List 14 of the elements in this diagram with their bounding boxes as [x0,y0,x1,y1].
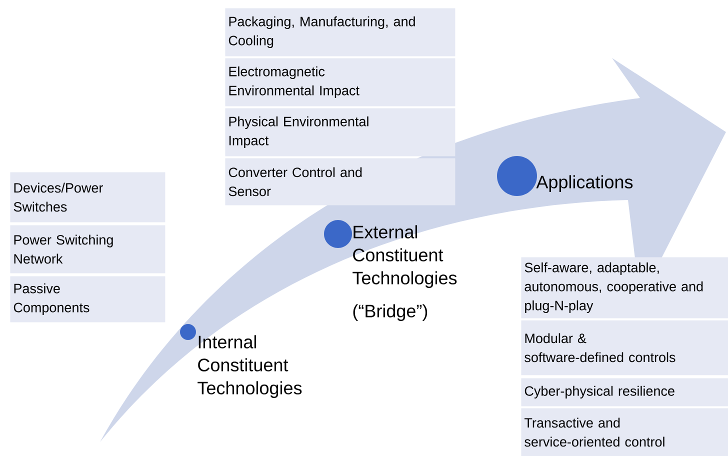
list-box: Modular & software-defined controls [521,320,728,376]
list-box: Transactive and service-oriented control [521,408,728,456]
list-box: Power Switching Network [10,225,166,274]
list-box: Electromagnetic Environmental Impact [225,58,456,106]
list-box: Physical Environmental Impact [225,108,456,156]
list-box: Devices/Power Switches [10,172,166,222]
list-box: Converter Control and Sensor [225,158,456,206]
stage-label: External Constituent Technologies (“Bridge”) [352,225,457,321]
list-box: Passive Components [10,276,166,322]
list-box: Self-aware, adaptable, autonomous, cooperative and plug-N-play [521,257,728,318]
stage-label: Internal Constituent Technologies [198,335,302,398]
list-box: Packaging, Manufacturing, and Cooling [225,8,456,56]
list-box: Cyber-physical resilience [521,378,728,406]
stage-label: Applications [536,175,633,192]
